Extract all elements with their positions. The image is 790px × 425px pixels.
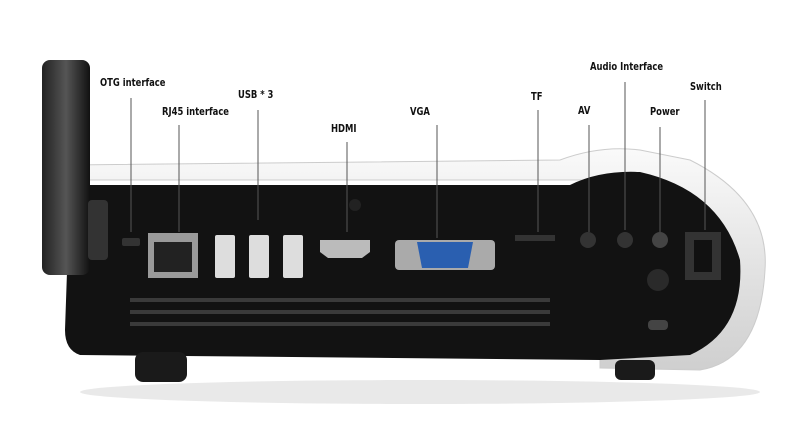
- label-power: Power: [650, 105, 680, 118]
- shadow: [80, 380, 760, 404]
- screw: [349, 199, 361, 211]
- label-vga: VGA: [410, 105, 430, 118]
- usb-port-3: [283, 235, 303, 278]
- vent-grille: [130, 298, 550, 326]
- rj45-socket: [154, 242, 192, 272]
- vga-port: [417, 242, 473, 268]
- button: [647, 269, 669, 291]
- switch-rocker: [694, 240, 712, 272]
- leader-lines: [130, 82, 706, 238]
- tf-slot: [515, 235, 555, 241]
- antenna: [42, 60, 90, 275]
- hdmi-port: [320, 240, 370, 258]
- antenna-base: [88, 200, 108, 260]
- label-usb: USB * 3: [238, 88, 274, 101]
- label-av: AV: [578, 104, 591, 117]
- usb-port-2: [249, 235, 269, 278]
- otg-port: [122, 238, 140, 246]
- av-jack: [580, 232, 596, 248]
- power-jack: [652, 232, 668, 248]
- label-audio: Audio Interface: [590, 60, 664, 73]
- lock-slot: [648, 320, 668, 330]
- foot-left: [135, 352, 187, 382]
- label-rj45: RJ45 interface: [162, 105, 230, 118]
- foot-right: [615, 360, 655, 380]
- label-otg: OTG interface: [100, 76, 166, 89]
- label-hdmi: HDMI: [331, 122, 357, 135]
- usb-port-1: [215, 235, 235, 278]
- label-switch: Switch: [690, 80, 722, 93]
- audio-jack: [617, 232, 633, 248]
- label-tf: TF: [531, 90, 543, 103]
